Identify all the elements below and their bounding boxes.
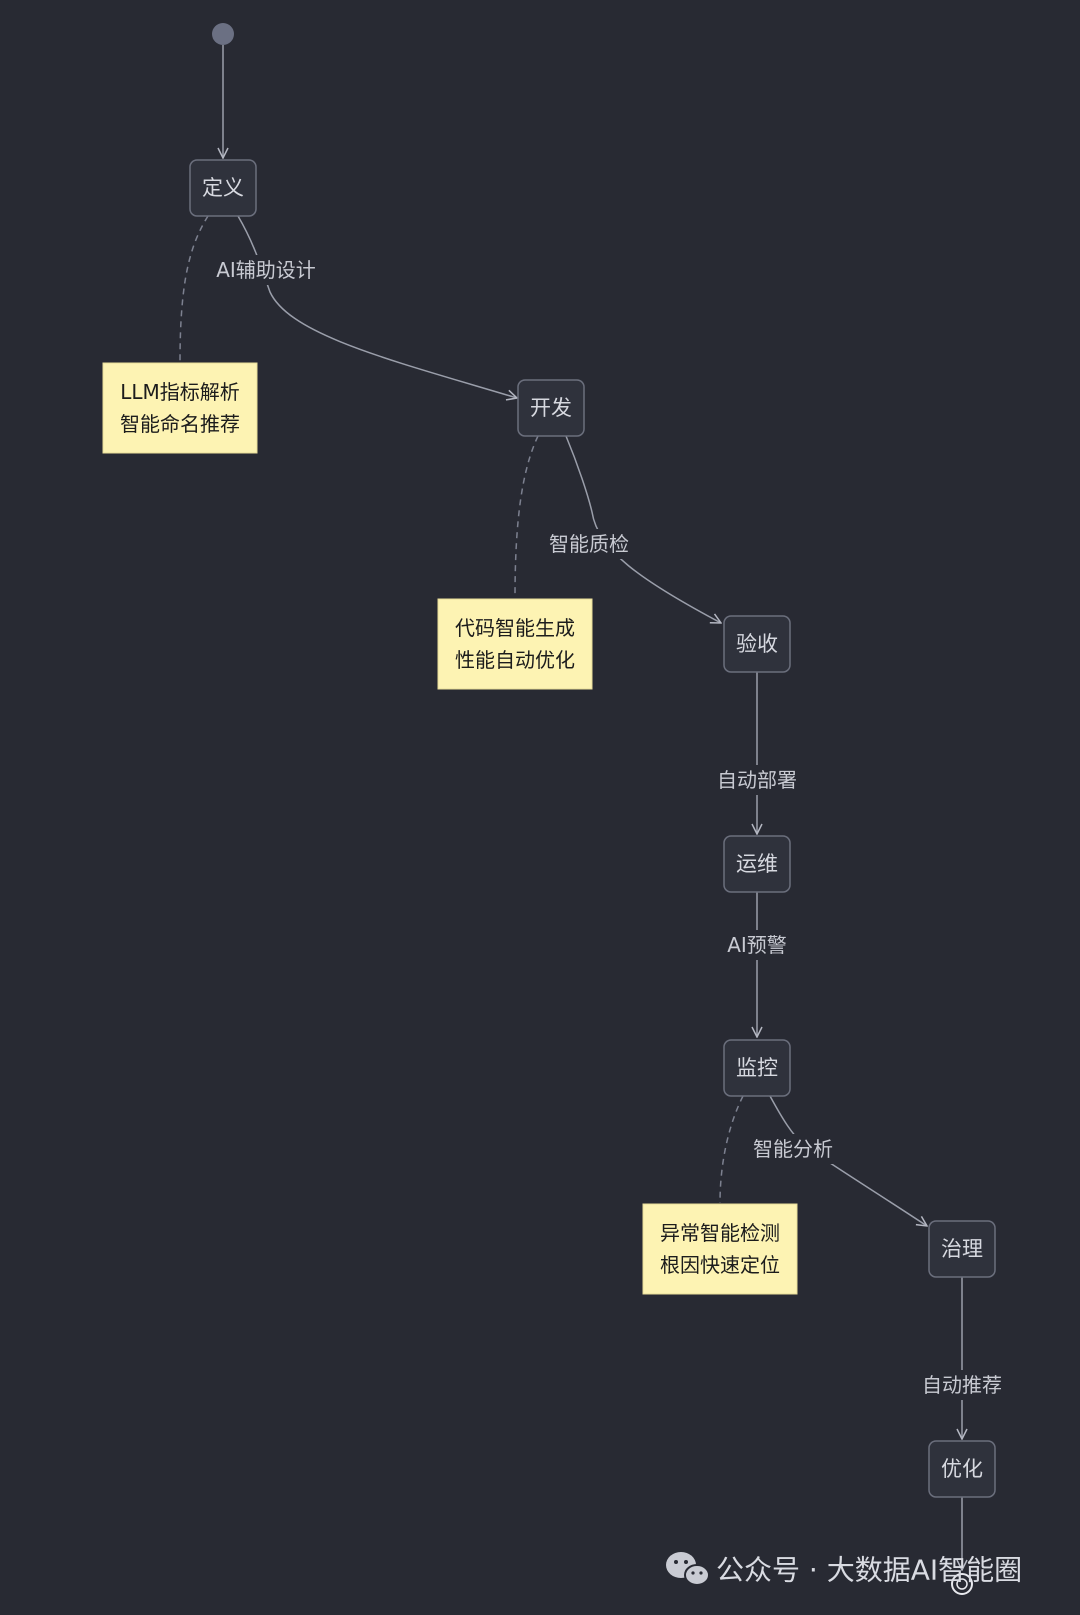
end-state bbox=[951, 1573, 973, 1595]
wechat-icon bbox=[666, 1552, 710, 1586]
state-define: 定义 bbox=[189, 159, 257, 217]
watermark-text: 公众号 · 大数据AI智能圈 bbox=[716, 1554, 1022, 1587]
state-govern: 治理 bbox=[928, 1220, 996, 1278]
edge-label-monitor-govern: 智能分析 bbox=[753, 1137, 833, 1161]
state-optimize-label: 优化 bbox=[941, 1457, 983, 1481]
edge-label-develop-accept: 智能质检 bbox=[549, 532, 629, 556]
state-govern-label: 治理 bbox=[941, 1237, 983, 1261]
state-develop: 开发 bbox=[517, 379, 585, 437]
note-monitor-line-2: 根因快速定位 bbox=[660, 1253, 780, 1277]
state-monitor-label: 监控 bbox=[736, 1056, 778, 1080]
state-accept: 验收 bbox=[723, 615, 791, 673]
edge-define-to-develop bbox=[237, 215, 517, 398]
edge-develop-to-accept bbox=[565, 435, 721, 623]
note-develop-line-1: 代码智能生成 bbox=[455, 616, 575, 640]
note-develop: 代码智能生成 性能自动优化 bbox=[437, 598, 593, 690]
edge-label-operate-monitor: AI预警 bbox=[727, 933, 787, 957]
state-optimize: 优化 bbox=[928, 1440, 996, 1498]
state-define-label: 定义 bbox=[202, 176, 244, 200]
edge-label-accept-operate: 自动部署 bbox=[717, 768, 797, 792]
edge-label-define-develop: AI辅助设计 bbox=[216, 258, 316, 282]
note-link-develop bbox=[514, 435, 539, 599]
state-develop-label: 开发 bbox=[530, 396, 572, 420]
watermark: 公众号 · 大数据AI智能圈 bbox=[666, 1552, 1022, 1587]
note-link-define bbox=[179, 215, 209, 363]
note-define-line-1: LLM指标解析 bbox=[120, 380, 240, 404]
note-link-monitor bbox=[719, 1095, 744, 1204]
edge-label-govern-optimize: 自动推荐 bbox=[922, 1373, 1002, 1397]
note-define-line-2: 智能命名推荐 bbox=[120, 412, 240, 436]
note-monitor-line-1: 异常智能检测 bbox=[660, 1221, 780, 1245]
note-define: LLM指标解析 智能命名推荐 bbox=[102, 362, 258, 454]
start-state bbox=[212, 23, 234, 45]
state-operate-label: 运维 bbox=[736, 852, 778, 876]
note-develop-line-2: 性能自动优化 bbox=[455, 648, 575, 672]
state-operate: 运维 bbox=[723, 835, 791, 893]
state-monitor: 监控 bbox=[723, 1039, 791, 1097]
state-accept-label: 验收 bbox=[736, 632, 778, 656]
note-monitor: 异常智能检测 根因快速定位 bbox=[642, 1203, 798, 1295]
